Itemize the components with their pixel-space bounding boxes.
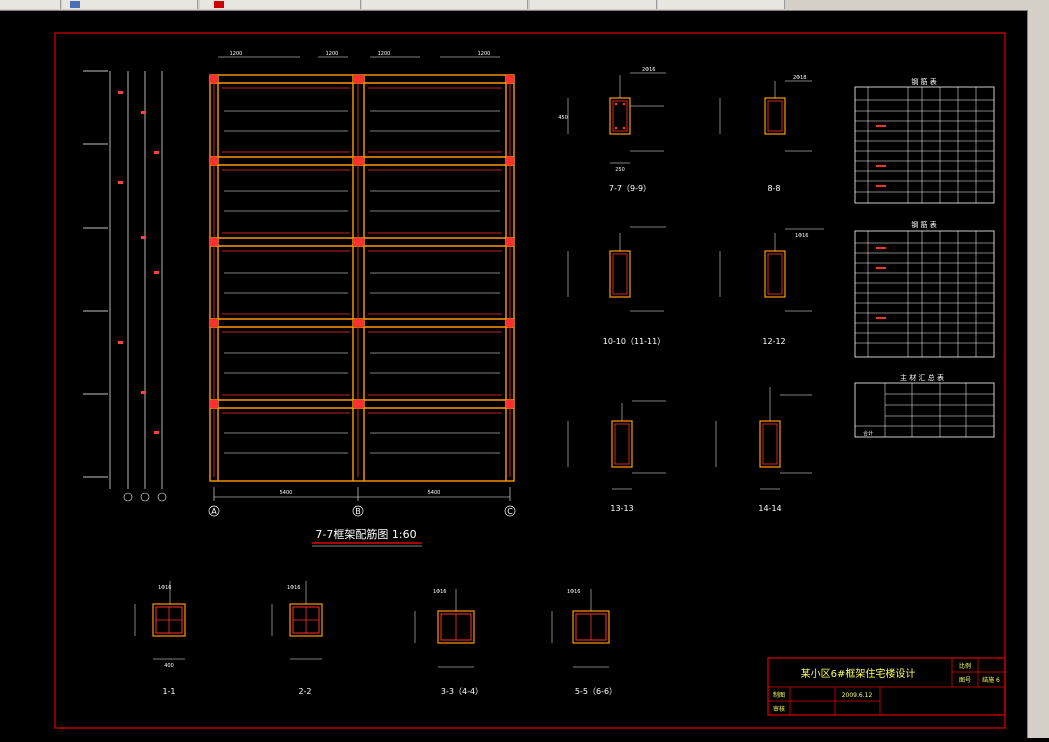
section-label-8-8: 8-8 bbox=[767, 184, 780, 193]
column-label-2-2: 2-2 bbox=[298, 687, 311, 696]
drawing-border bbox=[54, 32, 1006, 729]
dim-label: 450 bbox=[558, 115, 568, 121]
section-7-7: 2Φ16 450 250 7-7（9-9） bbox=[558, 67, 666, 193]
toolbar-cell-3[interactable] bbox=[200, 0, 361, 9]
dim-label: 400 bbox=[164, 663, 174, 669]
title-block: 某小区6#框架住宅楼设计 比例 图号 结施 6 制图 2009.6.12 审核 bbox=[767, 657, 1006, 716]
section-label-13-13: 13-13 bbox=[610, 504, 633, 513]
left-elevation-marks bbox=[123, 492, 167, 502]
rebar-table-2-title: 钢 筋 表 bbox=[911, 220, 936, 229]
right-scrollbar[interactable] bbox=[1027, 10, 1049, 738]
bar-label: 2Φ16 bbox=[642, 67, 655, 73]
bar-label: 1Φ16 bbox=[433, 589, 446, 595]
column-label-1-1: 1-1 bbox=[162, 687, 175, 696]
frame-elevation: A B C 5400 5400 1200 1200 1200 1200 bbox=[208, 51, 516, 517]
dim-top-3: 1200 bbox=[378, 51, 391, 57]
drawn-by-label: 制图 bbox=[773, 691, 785, 699]
bar-label: 1Φ16 bbox=[158, 585, 171, 591]
drawing-no-label: 图号 bbox=[959, 677, 971, 684]
section-label-12-12: 12-12 bbox=[762, 337, 785, 346]
dim-span-left: 5400 bbox=[280, 490, 293, 496]
drawing-no: 结施 6 bbox=[982, 676, 1000, 684]
rebar-table-2: 钢 筋 表 bbox=[854, 220, 995, 358]
bar-label: 1Φ16 bbox=[795, 233, 808, 239]
layer-color-icon bbox=[214, 1, 224, 8]
column-section-5-5: 1Φ16 5-5（6-6） bbox=[551, 589, 617, 696]
column-section-1-1: 1Φ16 400 1-1 bbox=[134, 581, 186, 696]
section-14-14: 14-14 bbox=[715, 387, 812, 513]
dim-label: 250 bbox=[615, 167, 625, 173]
rebar-table-1-title: 钢 筋 表 bbox=[911, 77, 936, 86]
axis-label-b: B bbox=[355, 507, 361, 516]
rebar-table-1: 钢 筋 表 bbox=[854, 77, 995, 204]
toolbar-cell-2[interactable] bbox=[62, 0, 198, 9]
project-title: 某小区6#框架住宅楼设计 bbox=[801, 667, 916, 680]
bar-label: 1Φ16 bbox=[287, 585, 300, 591]
axis-label-c: C bbox=[507, 507, 513, 516]
left-elevation-red-marks bbox=[118, 91, 159, 434]
drawing-date: 2009.6.12 bbox=[842, 692, 873, 699]
section-label-7-7: 7-7（9-9） bbox=[609, 184, 651, 193]
section-10-10: 10-10（11-11） bbox=[567, 226, 666, 346]
column-section-2-2: 1Φ16 2-2 bbox=[271, 581, 323, 696]
section-label-10-10: 10-10（11-11） bbox=[603, 337, 666, 346]
column-section-3-3: 1Φ16 3-3（4-4） bbox=[414, 589, 483, 696]
frame-drawing-title: 7-7框架配筋图 1:60 bbox=[315, 527, 416, 541]
toolbar-cell-1[interactable] bbox=[0, 0, 61, 9]
dim-span-right: 5400 bbox=[428, 490, 441, 496]
checked-by-label: 审核 bbox=[773, 705, 785, 713]
scale-label: 比例 bbox=[959, 662, 971, 670]
axis-label-a: A bbox=[211, 507, 217, 516]
toolbar-cell-5[interactable] bbox=[530, 0, 657, 9]
section-label-14-14: 14-14 bbox=[758, 504, 781, 513]
cad-drawing-canvas[interactable]: A B C 5400 5400 1200 1200 1200 1200 7-7框… bbox=[0, 11, 1027, 738]
dim-top-1: 1200 bbox=[230, 51, 243, 57]
section-13-13: 13-13 bbox=[567, 400, 666, 513]
column-label-5-5: 5-5（6-6） bbox=[575, 687, 617, 696]
dim-top-4: 1200 bbox=[478, 51, 491, 57]
toolbar-cell-4[interactable] bbox=[362, 0, 528, 9]
bar-label: 2Φ18 bbox=[793, 75, 806, 81]
dim-top-2: 1200 bbox=[326, 51, 339, 57]
column-label-3-3: 3-3（4-4） bbox=[441, 687, 483, 696]
left-elevation-strips bbox=[83, 70, 163, 489]
toolbar-cell-6[interactable] bbox=[658, 0, 785, 9]
summary-table: 主 材 汇 总 表 合计 bbox=[854, 373, 995, 438]
top-toolbar bbox=[0, 0, 1049, 11]
bar-label: 1Φ16 bbox=[567, 589, 580, 595]
layer-icon bbox=[70, 1, 80, 8]
section-8-8: 2Φ18 8-8 bbox=[719, 75, 812, 193]
summary-table-title: 主 材 汇 总 表 bbox=[900, 373, 944, 382]
section-12-12: 1Φ16 12-12 bbox=[719, 228, 824, 346]
summary-total-label: 合计 bbox=[863, 430, 873, 437]
